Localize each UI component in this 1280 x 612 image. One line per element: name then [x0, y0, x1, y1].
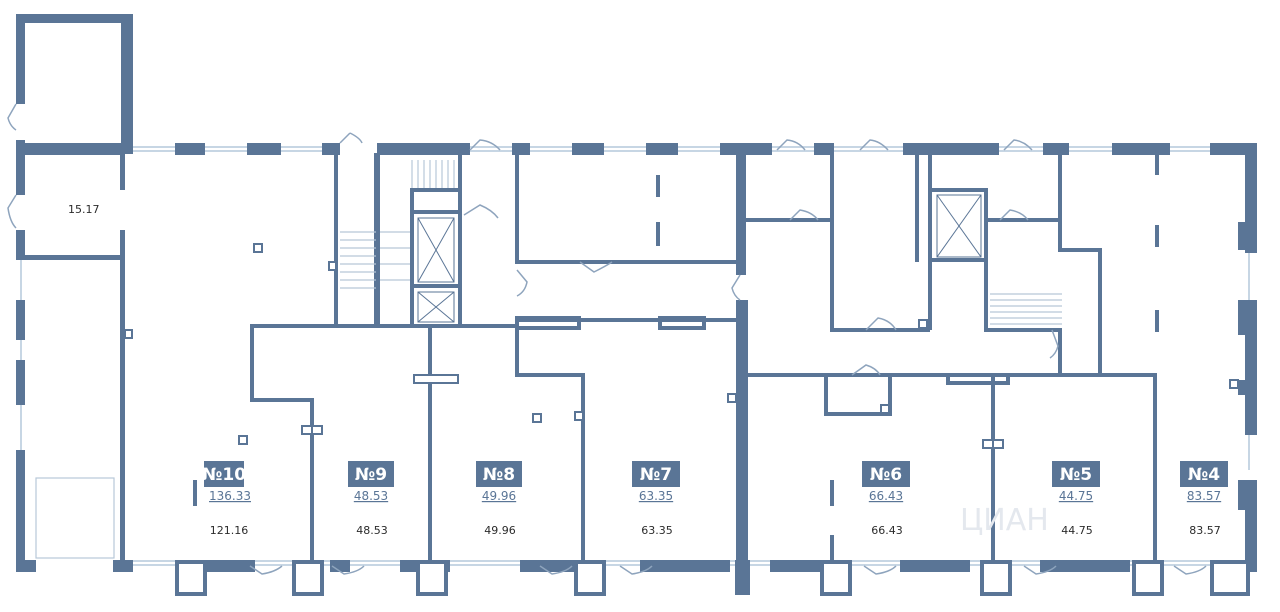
- unit-area: 63.35: [641, 524, 673, 537]
- unit-price-link[interactable]: 63.35: [639, 489, 673, 503]
- unit-area: 48.53: [356, 524, 388, 537]
- unit-price-link[interactable]: 49.96: [482, 489, 516, 503]
- unit-price-link[interactable]: 83.57: [1187, 489, 1221, 503]
- unit-8[interactable]: №8 49.96 49.96: [476, 461, 522, 537]
- unit-number-badge: №4: [1188, 465, 1220, 485]
- columns: [124, 243, 1239, 449]
- unit-4[interactable]: №4 83.57 83.57: [1180, 461, 1228, 537]
- unit-6[interactable]: №6 66.43 66.43: [862, 461, 910, 537]
- unit-area: 66.43: [871, 524, 903, 537]
- unit-10[interactable]: №10 136.33 121.16: [202, 461, 251, 537]
- room-area-label: 15.17: [68, 203, 100, 216]
- unit-area: 83.57: [1189, 524, 1221, 537]
- unit-price-link[interactable]: 136.33: [209, 489, 251, 503]
- unit-7[interactable]: №7 63.35 63.35: [632, 461, 680, 537]
- unit-number-badge: №5: [1060, 465, 1092, 485]
- unit-area: 49.96: [484, 524, 516, 537]
- stairs-and-lifts: [340, 160, 1062, 325]
- doors: [7, 103, 1207, 575]
- watermark: ЦИАН: [960, 503, 1049, 538]
- unit-price-link[interactable]: 66.43: [869, 489, 903, 503]
- unit-5[interactable]: №5 44.75 44.75: [1052, 461, 1100, 537]
- outer-walls: [16, 14, 1257, 595]
- unit-price-link[interactable]: 44.75: [1059, 489, 1093, 503]
- unit-price-link[interactable]: 48.53: [354, 489, 388, 503]
- unit-number-badge: №6: [870, 465, 902, 485]
- unit-number-badge: №7: [640, 465, 672, 485]
- unit-9[interactable]: №9 48.53 48.53: [348, 461, 394, 537]
- bottom-pillars: [175, 560, 1250, 596]
- unit-area: 121.16: [210, 524, 249, 537]
- unit-number-badge: №8: [483, 465, 515, 485]
- unit-number-badge: №10: [202, 465, 246, 485]
- unit-number-badge: №9: [355, 465, 387, 485]
- unit-area: 44.75: [1061, 524, 1093, 537]
